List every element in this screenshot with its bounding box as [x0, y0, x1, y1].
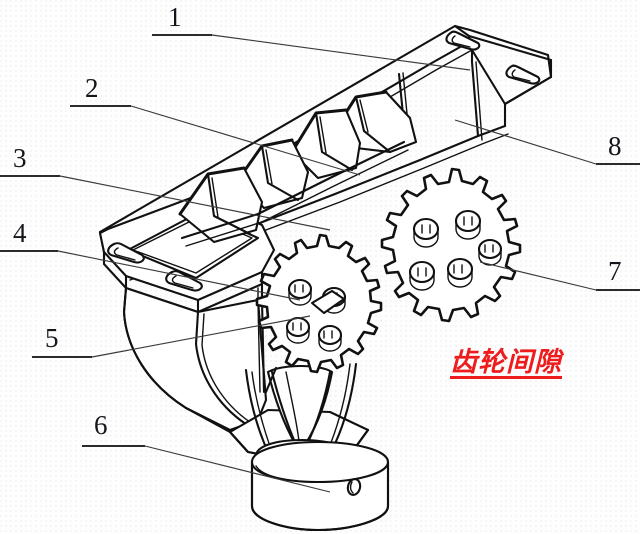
inner-vanes [178, 90, 418, 247]
callout-7: 7 [608, 256, 622, 286]
callout-1-leader [211, 34, 471, 71]
callout-underlines [0, 34, 640, 447]
mounting-flange [98, 194, 276, 314]
mount-slot-flange-left [107, 242, 145, 264]
callout-4: 4 [13, 218, 27, 248]
callout-3-leader [59, 175, 331, 231]
callout-1: 1 [168, 2, 182, 32]
cylindrical-base [250, 438, 390, 532]
mount-slot-top-right-a [445, 30, 481, 51]
callout-7-leader [479, 261, 597, 291]
callout-4-leader [57, 250, 301, 301]
gear-large-item7 [380, 167, 522, 323]
callout-5-leader [91, 315, 311, 358]
callout-5: 5 [45, 323, 59, 353]
callout-8-leader [454, 119, 597, 165]
gear-clearance-annotation: 齿轮间隙 [450, 347, 562, 377]
callout-6-leader [144, 445, 331, 493]
callout-6: 6 [94, 410, 108, 440]
callout-2: 2 [85, 73, 99, 103]
callout-3: 3 [13, 143, 27, 173]
callout-2-leader [130, 105, 361, 176]
leader-lines [57, 34, 597, 493]
mount-slot-flange-right [165, 270, 203, 292]
gear-small-meshing [255, 233, 383, 374]
mount-slot-top-right-b [505, 64, 541, 85]
base-side-hole [346, 478, 362, 496]
callout-8: 8 [608, 131, 622, 161]
